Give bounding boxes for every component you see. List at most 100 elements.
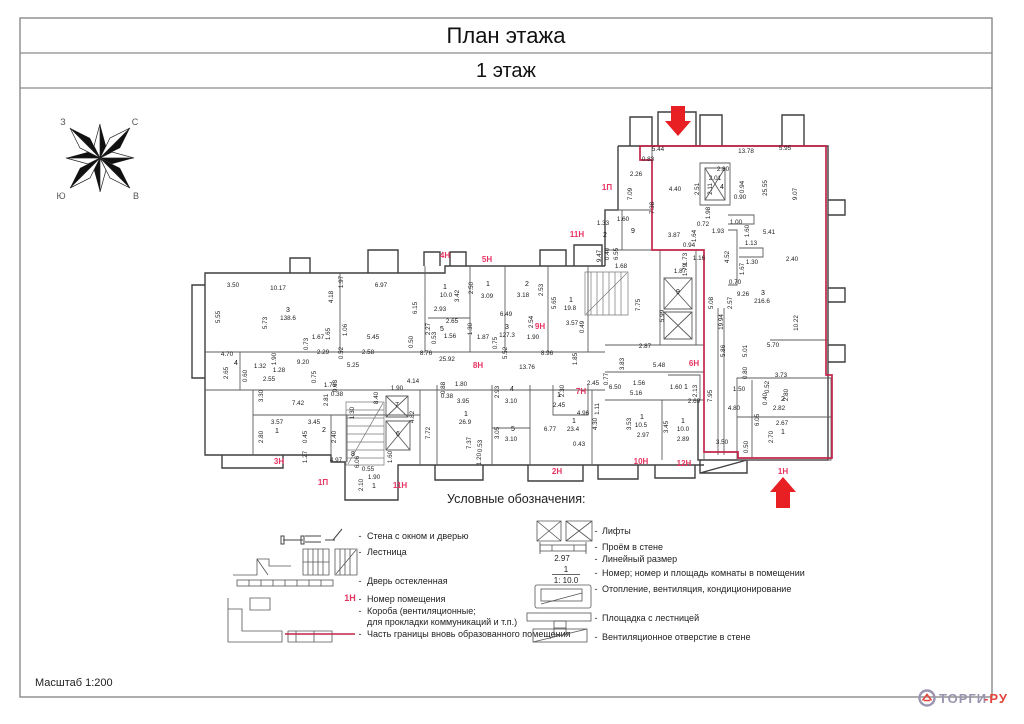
legend-label: Проём в стене (602, 542, 663, 552)
dimension-label: 2.70 (768, 430, 775, 443)
dimension-label: 4.97 (330, 457, 343, 464)
dimension-label: 1.13 (745, 240, 758, 247)
room-number-label: 1 (569, 297, 573, 304)
dimension-label: 10.0 (440, 292, 453, 299)
dimension-label: 1.50 (733, 386, 746, 393)
legend-item-boundary: - Часть границы вновь образованного поме… (359, 629, 571, 639)
hvac-icon (534, 584, 592, 609)
dimension-label: 0.60 (242, 369, 249, 382)
title-block: План этажа 1 этаж (19, 17, 993, 698)
dimension-label: 4.14 (407, 378, 420, 385)
dimension-label: 3.05 (494, 426, 501, 439)
room-number-label: 1 (275, 428, 279, 435)
dimension-label: 1.67 (739, 262, 746, 275)
legend-label: Отопление, вентиляция, кондиционирование (602, 584, 791, 594)
sheet-border (19, 17, 993, 698)
dimension-label: 1.20 (476, 452, 483, 465)
dimension-label: 3.53 (626, 417, 633, 430)
stair-landing-icon (526, 612, 592, 636)
dimension-label: 10.22 (793, 315, 800, 331)
dimension-label: 2.93 (494, 385, 501, 398)
room-number-label: 1 (443, 284, 447, 291)
dimension-label: 0.75 (492, 336, 499, 349)
dimension-label: 9.07 (792, 187, 799, 200)
dimension-label: 8.76 (420, 350, 433, 357)
dimension-label: 5.95 (779, 145, 792, 152)
dimension-label: 6.15 (412, 301, 419, 314)
dimension-label: 5.99 (659, 309, 666, 322)
inner-walls (205, 146, 832, 465)
premise-label: 2Н (552, 467, 562, 476)
legend: Условные обозначения: 1Н - Стена с окном… (227, 492, 805, 643)
dimension-label: 1.90 (271, 352, 278, 365)
legend-item-hvac: - Отопление, вентиляция, кондиционирован… (595, 584, 792, 594)
room-number-label: 1 (572, 418, 576, 425)
dimension-label: 4.70 (221, 351, 234, 358)
room-number-label: 1 (640, 414, 644, 421)
dimension-label: 7.75 (635, 298, 642, 311)
dimension-label: 3.50 (716, 439, 729, 446)
dimension-label: 1.87 (674, 268, 687, 275)
premise-label: 1П (318, 478, 328, 487)
dimension-label: 1.56 (633, 380, 646, 387)
compass-north-label: С (132, 117, 139, 127)
dimension-label: 2.11 (707, 183, 714, 195)
dimension-label: 1.30 (746, 259, 759, 266)
dimension-label: 138.6 (280, 315, 296, 322)
dimension-label: 2.65 (446, 318, 459, 325)
dimension-label: 0.50 (743, 440, 750, 453)
legend-label: Площадка с лестницей (602, 613, 699, 623)
dimension-label: 5.70 (767, 342, 780, 349)
dimension-label: 0.55 (362, 466, 375, 473)
dimension-label: 0.70 (729, 279, 742, 286)
dimension-label: 2.54 (528, 315, 535, 328)
legend-label: Номер; номер и площадь комнаты в помещен… (602, 568, 805, 578)
dimension-label: 4.52 (724, 250, 731, 263)
dimension-label: 6.77 (544, 426, 557, 433)
dimension-label: 2.26 (630, 171, 643, 178)
dimension-label: 3.09 (481, 293, 494, 300)
dimension-label: 5.48 (653, 362, 666, 369)
dimension-label: 5.65 (551, 296, 558, 309)
room-number-label: 7 (395, 402, 399, 409)
compass-east-label: В (133, 191, 139, 201)
premise-label: 8Н (473, 361, 483, 370)
dimension-label: 1.60 (670, 384, 683, 391)
dimension-label: 3.45 (308, 419, 321, 426)
svg-text:1: 1 (564, 565, 569, 574)
room-number-label: 2 (322, 427, 326, 434)
lifts-icon (536, 520, 593, 542)
room-number-label: 4 (510, 386, 514, 393)
entrance-arrow-bottom (770, 477, 796, 508)
dimension-label: 4.18 (328, 290, 335, 303)
premise-label: 4Н (440, 251, 450, 260)
dimension-label: 2.53 (538, 283, 545, 296)
dimension-label: 4.30 (592, 417, 599, 430)
premise-label: 11Н (393, 481, 407, 490)
dimension-label: 5.16 (630, 390, 643, 397)
legend-item-glazed-door: - Дверь остекленная (359, 576, 448, 586)
room-number-label: 2 (525, 281, 529, 288)
dimension-label: 2.81 (323, 393, 330, 406)
svg-text:-: - (359, 531, 362, 541)
dimension-label: 3.50 (227, 282, 240, 289)
vent-hole-icon (532, 628, 588, 643)
dimension-label: 7.95 (707, 389, 714, 402)
legend-label: Линейный размер (602, 554, 677, 564)
premise-label: 3Н (274, 457, 284, 466)
dimension-label: 6.49 (500, 311, 513, 318)
dimension-label: 2.29 (317, 349, 330, 356)
legend-item-room-num-area: - Номер; номер и площадь комнаты в помещ… (595, 568, 805, 578)
dimension-label: 0.53 (477, 439, 484, 452)
dimension-label: 4.40 (669, 186, 682, 193)
legend-item-room-number: - Номер помещения (359, 594, 446, 604)
legend-item-linear-dim: - Линейный размер (595, 554, 678, 564)
dimension-label: 1.87 (477, 334, 490, 341)
dimension-label: 1.60 (744, 224, 751, 237)
dimension-label: 1.32 (254, 363, 267, 370)
svg-text:-: - (595, 584, 598, 594)
dimension-label: 2.50 (468, 281, 475, 294)
room-number-label: 8 (351, 451, 355, 458)
svg-text:-: - (359, 594, 362, 604)
dimension-label: 5.08 (708, 296, 715, 309)
